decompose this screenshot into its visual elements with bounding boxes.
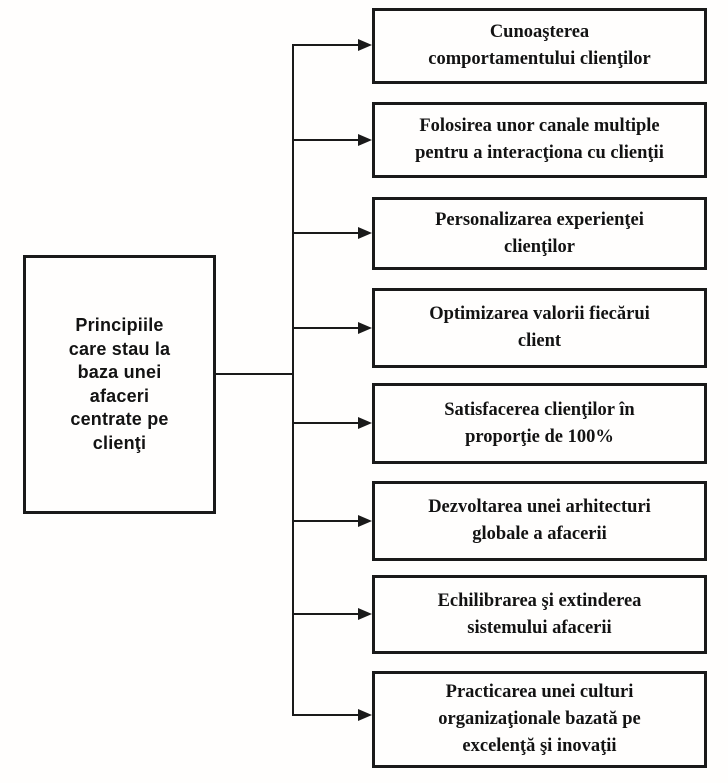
principle-label-8: Practicarea unei culturi organizaţionale…	[438, 682, 641, 756]
principle-box-8: Practicarea unei culturi organizaţionale…	[372, 671, 707, 768]
arrow-head-5	[358, 417, 372, 429]
principle-label-1: Cunoaşterea comportamentului clienţilor	[428, 22, 651, 69]
branch-line-7	[293, 613, 360, 615]
root-box: Principiile care stau la baza unei aface…	[23, 255, 216, 514]
branch-line-5	[293, 422, 360, 424]
arrow-head-7	[358, 608, 372, 620]
arrow-head-1	[358, 39, 372, 51]
principle-label-4: Optimizarea valorii fiecărui client	[429, 304, 650, 351]
principle-box-1: Cunoaşterea comportamentului clienţilor	[372, 8, 707, 84]
branch-line-8	[293, 714, 360, 716]
branch-line-1	[293, 44, 360, 46]
principle-box-6: Dezvoltarea unei arhitecturi globale a a…	[372, 481, 707, 561]
principle-box-7: Echilibrarea şi extinderea sistemului af…	[372, 575, 707, 654]
arrow-head-2	[358, 134, 372, 146]
principle-label-2: Folosirea unor canale multiple pentru a …	[415, 116, 664, 163]
branch-line-6	[293, 520, 360, 522]
principle-label-7: Echilibrarea şi extinderea sistemului af…	[437, 590, 642, 638]
principle-label-6: Dezvoltarea unei arhitecturi globale a a…	[428, 497, 651, 544]
arrow-head-4	[358, 322, 372, 334]
arrow-head-8	[358, 709, 372, 721]
principle-box-2: Folosirea unor canale multiple pentru a …	[372, 102, 707, 178]
principle-label-5: Satisfacerea clienţilor în proporţie de …	[444, 399, 635, 447]
root-box-label: Principiile care stau la baza unei aface…	[68, 315, 171, 453]
root-connector-line	[215, 373, 293, 375]
principle-box-4: Optimizarea valorii fiecărui client	[372, 288, 707, 368]
arrow-head-6	[358, 515, 372, 527]
arrow-head-3	[358, 227, 372, 239]
branch-line-4	[293, 327, 360, 329]
principle-label-3: Personalizarea experienţei clienţilor	[435, 209, 644, 257]
branch-line-3	[293, 232, 360, 234]
principle-box-5: Satisfacerea clienţilor în proporţie de …	[372, 383, 707, 464]
branch-line-2	[293, 139, 360, 141]
trunk-line	[292, 44, 294, 716]
principle-box-3: Personalizarea experienţei clienţilor	[372, 197, 707, 270]
